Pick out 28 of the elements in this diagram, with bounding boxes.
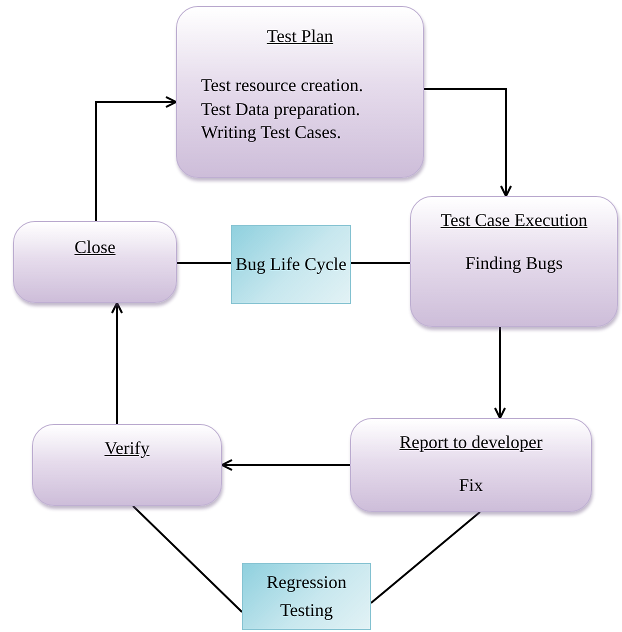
stage-box: [176, 6, 424, 178]
connector-line: [177, 262, 231, 264]
stage-description: Fix: [458, 474, 483, 498]
box-label: Bug Life Cycle: [234, 252, 348, 276]
box-label: Regression Testing: [266, 570, 348, 622]
stage-box: [32, 424, 222, 506]
connector-line: [351, 262, 410, 264]
stage-box: [350, 418, 592, 512]
stage-description: Finding Bugs: [465, 252, 563, 276]
arrow: [424, 88, 512, 197]
stage-heading: Test Case Execution: [440, 209, 588, 232]
process-box: [231, 225, 351, 304]
stage-description: Writing Test Cases.: [200, 121, 342, 144]
connector-line: [370, 511, 481, 604]
stage-heading: Report to developer: [400, 431, 542, 454]
arrow: [221, 459, 350, 471]
process-box: [242, 563, 371, 630]
stage-heading: Test Plan: [266, 25, 334, 48]
stage-box: [410, 196, 618, 327]
stage-box: [13, 221, 177, 303]
connector-line: [132, 505, 243, 613]
stage-heading: Verify: [104, 437, 150, 460]
arrow: [111, 302, 123, 424]
arrow: [494, 327, 506, 419]
stage-heading: Close: [74, 236, 116, 259]
stage-description: Test Data preparation.: [200, 98, 360, 121]
arrow: [95, 96, 177, 221]
stage-description: Test resource creation.: [200, 74, 364, 98]
